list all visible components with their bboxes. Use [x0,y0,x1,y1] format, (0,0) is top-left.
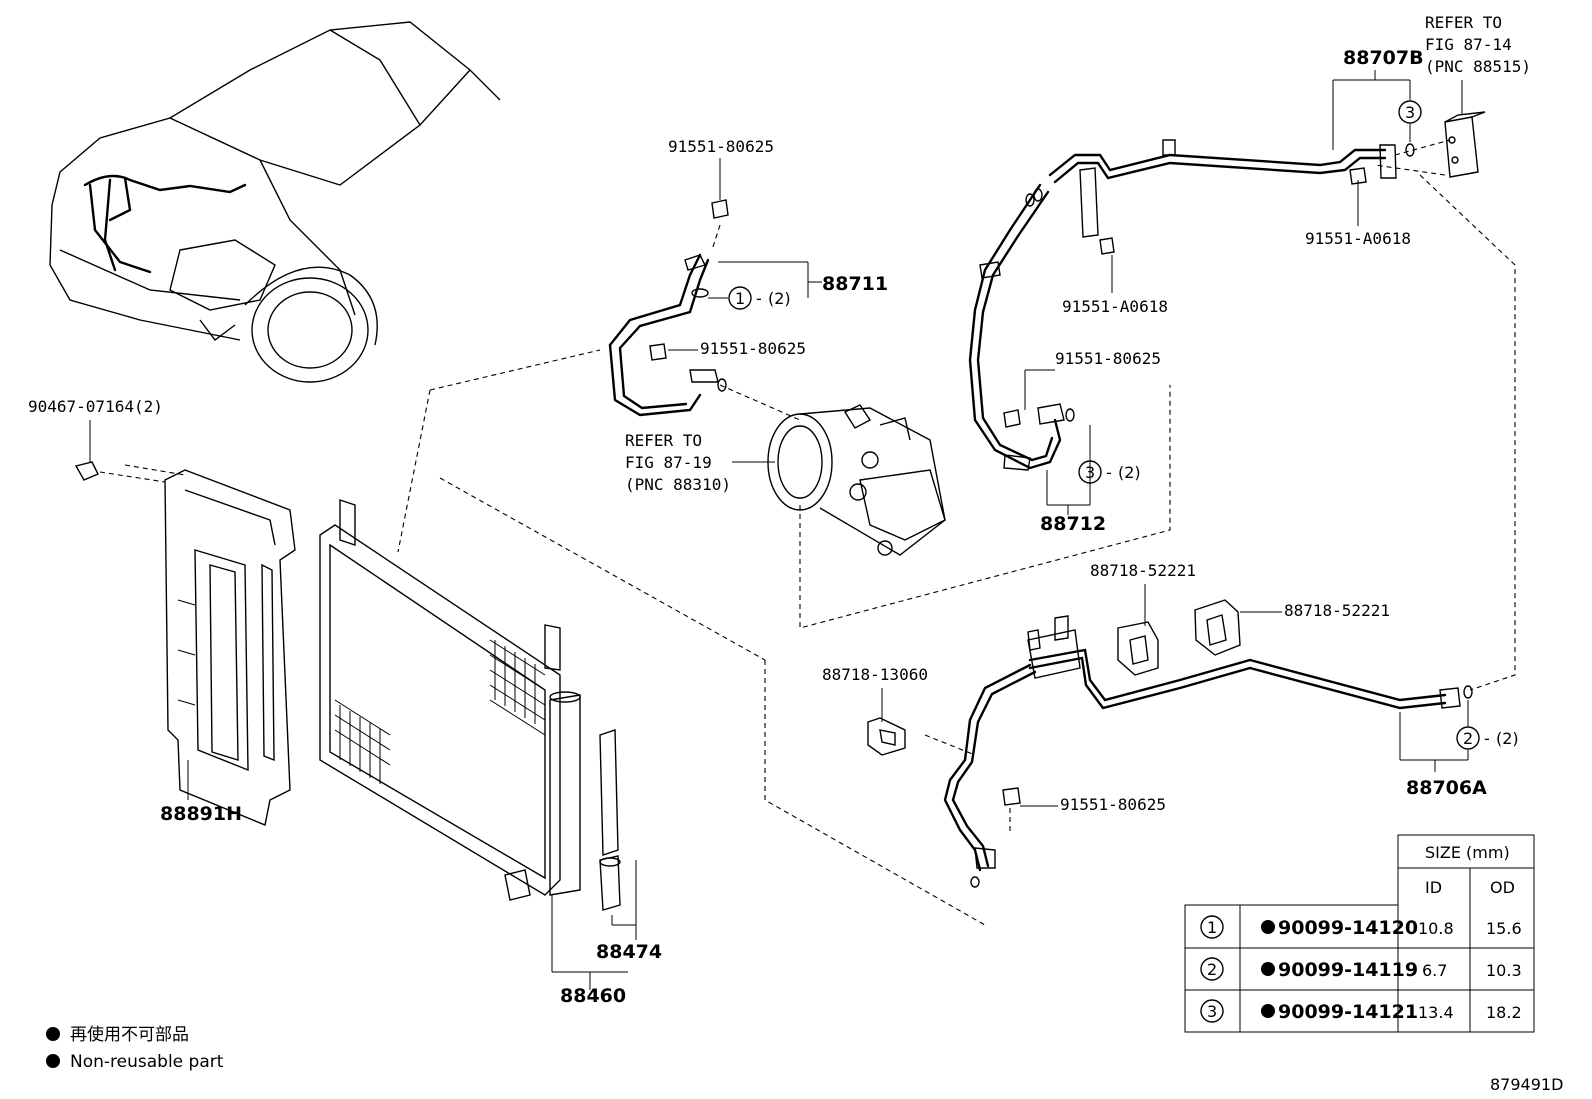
table-row: 3 90099-14121 13.4 18.2 [1200,999,1522,1023]
part-88711-discharge-hose: 91551-80625 88711 1 - (2) 91551-80625 [608,137,888,417]
part-88706A-label: 88706A [1406,777,1487,799]
legend-english: Non-reusable part [70,1052,224,1072]
bolt-label-80625-c: 91551-80625 [1055,349,1161,368]
bolt-label-80625-a: 91551-80625 [668,137,774,156]
part-88706A-liquid-tube: 2 - (2) 88706A [943,615,1519,888]
table-row-2-ref: 2 [1207,960,1217,979]
part-88474-label: 88474 [596,941,662,963]
oring-ref-3a-number: 3 [1405,103,1415,122]
bolt-label-80625-d: 91551-80625 [1060,795,1166,814]
clamp-parts: 88718-52221 88718-52221 88718-13060 [822,561,1390,756]
oring-ref-3b-icon [1078,460,1102,484]
table-row-1-ref: 1 [1207,918,1217,937]
condenser-core-grid [334,639,546,784]
oring-ref-1-number: 1 [735,289,745,308]
figure-id: 879491D [1490,1075,1563,1094]
oring-ref-2-icon [1456,726,1480,750]
table-header-od: OD [1490,878,1515,897]
table-row-3-part: 90099-14121 [1278,1001,1418,1023]
refer-87-14-line1: REFER TO [1425,13,1502,32]
non-reusable-dot-icon [1261,962,1275,976]
non-reusable-dot-icon [1261,1004,1275,1018]
table-row: 1 90099-14120 10.8 15.6 [1200,915,1522,939]
table-row: 2 90099-14119 6.7 10.3 [1200,957,1522,981]
table-row-3-ref: 3 [1207,1002,1217,1021]
oring-size-table: SIZE (mm) ID OD 1 90099-14120 10.8 15.6 … [1184,834,1535,1033]
clamp-label-52221-b: 88718-52221 [1284,601,1390,620]
part-88891H-label: 88891H [160,803,242,825]
svg-text:-: - [1106,463,1112,482]
table-row-2-id: 6.7 [1422,961,1447,980]
bolt-label-a0618-b: 91551-A0618 [1305,229,1411,248]
part-88712-label: 88712 [1040,513,1106,535]
oring-ref-3b-number: 3 [1085,463,1095,482]
clamp-label-13060: 88718-13060 [822,665,928,684]
non-reusable-dot-icon [1261,920,1275,934]
part-88474-drier: 88474 [596,729,662,963]
clamp-label-52221-a: 88718-52221 [1090,561,1196,580]
clip-90467-07164: 90467-07164(2) [28,397,186,483]
part-88707B-label: 88707B [1343,47,1424,69]
bolt-label-80625-b: 91551-80625 [700,339,806,358]
oring-ref-3a-icon [1398,100,1422,124]
table-row-3-od: 18.2 [1486,1003,1522,1022]
oring-ref-1-icon [728,286,752,310]
part-88707B-tube: 91551-A0618 91551-A0618 88707B 3 [1025,47,1424,316]
compressor-reference: REFER TO FIG 87-19 (PNC 88310) [625,404,946,556]
part-88460-condenser: 88460 [319,499,628,1007]
bolt-label-a0618-a: 91551-A0618 [1062,297,1168,316]
non-reusable-dot-icon [46,1054,60,1068]
legend: 再使用不可部品 Non-reusable part [46,1024,224,1072]
refer-87-14-line2: FIG 87-14 [1425,35,1512,54]
oring-ref-1-table-icon [1200,915,1224,939]
part-88460-label: 88460 [560,985,626,1007]
oring-ref-2-table-icon [1200,957,1224,981]
legend-japanese: 再使用不可部品 [70,1024,189,1045]
oring-ref-2-number: 2 [1463,729,1473,748]
refer-87-19-line3: (PNC 88310) [625,475,731,494]
table-row-2-part: 90099-14119 [1278,959,1418,981]
refer-87-19-line1: REFER TO [625,431,702,450]
oring-ref-3-table-icon [1200,999,1224,1023]
table-row-1-part: 90099-14120 [1278,917,1418,939]
bolt-80625-lower: 91551-80625 [1002,787,1166,835]
part-88711-label: 88711 [822,273,888,295]
table-row-1-id: 10.8 [1418,919,1454,938]
part-88712-suction-tube: 91551-80625 88712 3 - (2) [968,183,1161,535]
non-reusable-dot-icon [46,1027,60,1041]
table-header-size: SIZE (mm) [1425,843,1510,862]
svg-text:-: - [756,289,762,308]
clip-90467-07164-label: 90467-07164(2) [28,397,163,416]
table-header-id: ID [1425,878,1442,897]
oring-ref-3b-qty: (2) [1118,463,1141,482]
refer-87-19-line2: FIG 87-19 [625,453,712,472]
vehicle-front-illustration [49,21,501,383]
refer-87-14-line3: (PNC 88515) [1425,57,1531,76]
dashed-relation-lines [397,139,1516,926]
part-88891H-shroud: 88891H [160,469,296,826]
svg-text:-: - [1484,729,1490,748]
table-row-2-od: 10.3 [1486,961,1522,980]
table-row-3-id: 13.4 [1418,1003,1454,1022]
expansion-valve-reference: REFER TO FIG 87-14 (PNC 88515) [1425,13,1531,178]
oring-ref-1-qty: (2) [768,289,791,308]
table-row-1-od: 15.6 [1486,919,1522,938]
oring-ref-2-qty: (2) [1496,729,1519,748]
